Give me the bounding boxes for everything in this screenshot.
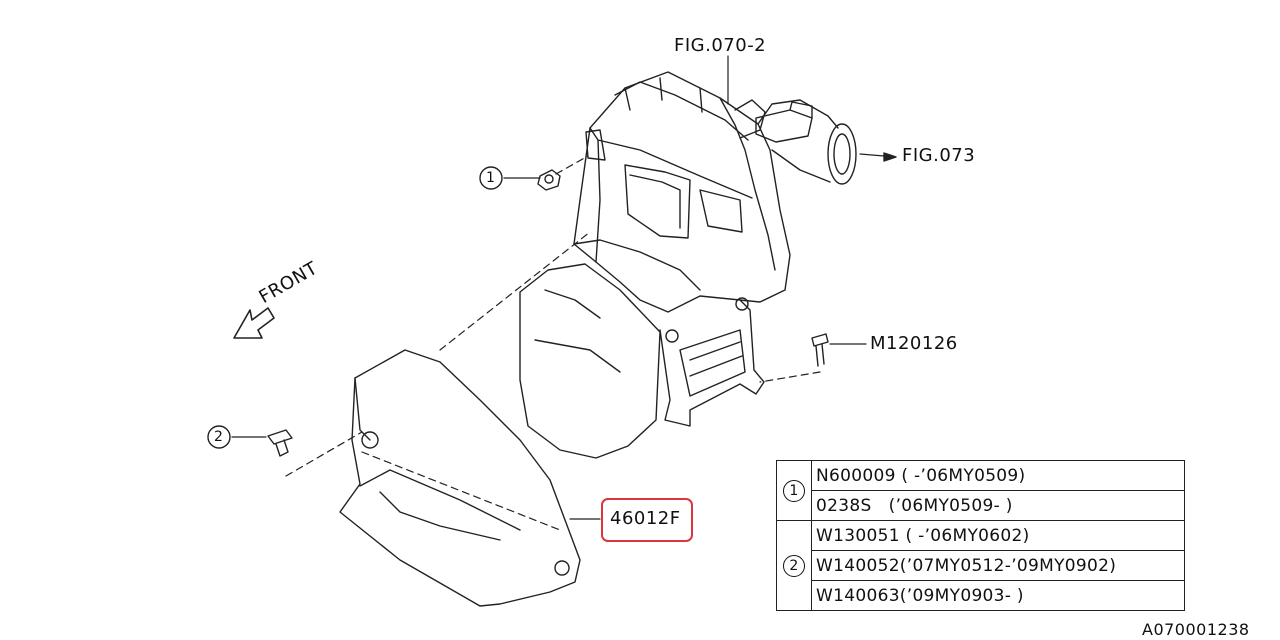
table-row: 0238S (’06MY0509- ): [777, 490, 1185, 521]
bolt-part-number: M120126: [870, 333, 958, 354]
bolt-fastener: [811, 333, 829, 367]
assembly-lines: [285, 155, 821, 531]
callout-circle-1: [479, 166, 503, 190]
mounting-bracket: [659, 297, 765, 427]
callout-number-1: 1: [486, 170, 496, 186]
part-highlight-box: [601, 498, 693, 542]
resonator-chamber: [519, 263, 661, 459]
group-key-1: 1: [783, 479, 805, 502]
air-duct: [755, 99, 857, 185]
inlet-duct-cover: [339, 349, 581, 607]
table-row: W140052(’07MY0512-’09MY0902): [777, 550, 1185, 581]
callout-number-2: 2: [214, 429, 224, 445]
group-key-2: 2: [783, 554, 805, 577]
table-row: W140063(’09MY0903- ): [777, 580, 1185, 611]
parts-table: 1 N600009 ( -’06MY0509) 0238S (’06MY0509…: [776, 460, 1185, 611]
front-arrow-icon: [233, 307, 275, 339]
table-cell: W140052(’07MY0512-’09MY0902): [811, 550, 1185, 581]
part-number-label: 46012F: [610, 508, 681, 529]
group-key-cell: 2: [776, 520, 812, 611]
clip-fastener: [267, 429, 293, 457]
air-cleaner-case: [573, 71, 791, 313]
fig-070-2-label: FIG.070-2: [674, 35, 767, 56]
diagram-id: A070001238: [1142, 620, 1250, 639]
table-cell: 0238S (’06MY0509- ): [811, 490, 1185, 521]
table-cell: N600009 ( -’06MY0509): [811, 460, 1185, 491]
fig-073-label: FIG.073: [902, 145, 976, 166]
table-row: 2 W130051 ( -’06MY0602): [776, 520, 1185, 611]
table-cell: W140063(’09MY0903- ): [811, 580, 1185, 611]
callout-circle-2: [207, 425, 231, 449]
arrow-to-fig073: [883, 152, 897, 162]
nut-fastener: [537, 169, 561, 191]
table-cell: W130051 ( -’06MY0602): [811, 520, 1185, 551]
table-row: 1 N600009 ( -’06MY0509): [776, 460, 1185, 521]
group-key-cell: 1: [776, 460, 812, 521]
